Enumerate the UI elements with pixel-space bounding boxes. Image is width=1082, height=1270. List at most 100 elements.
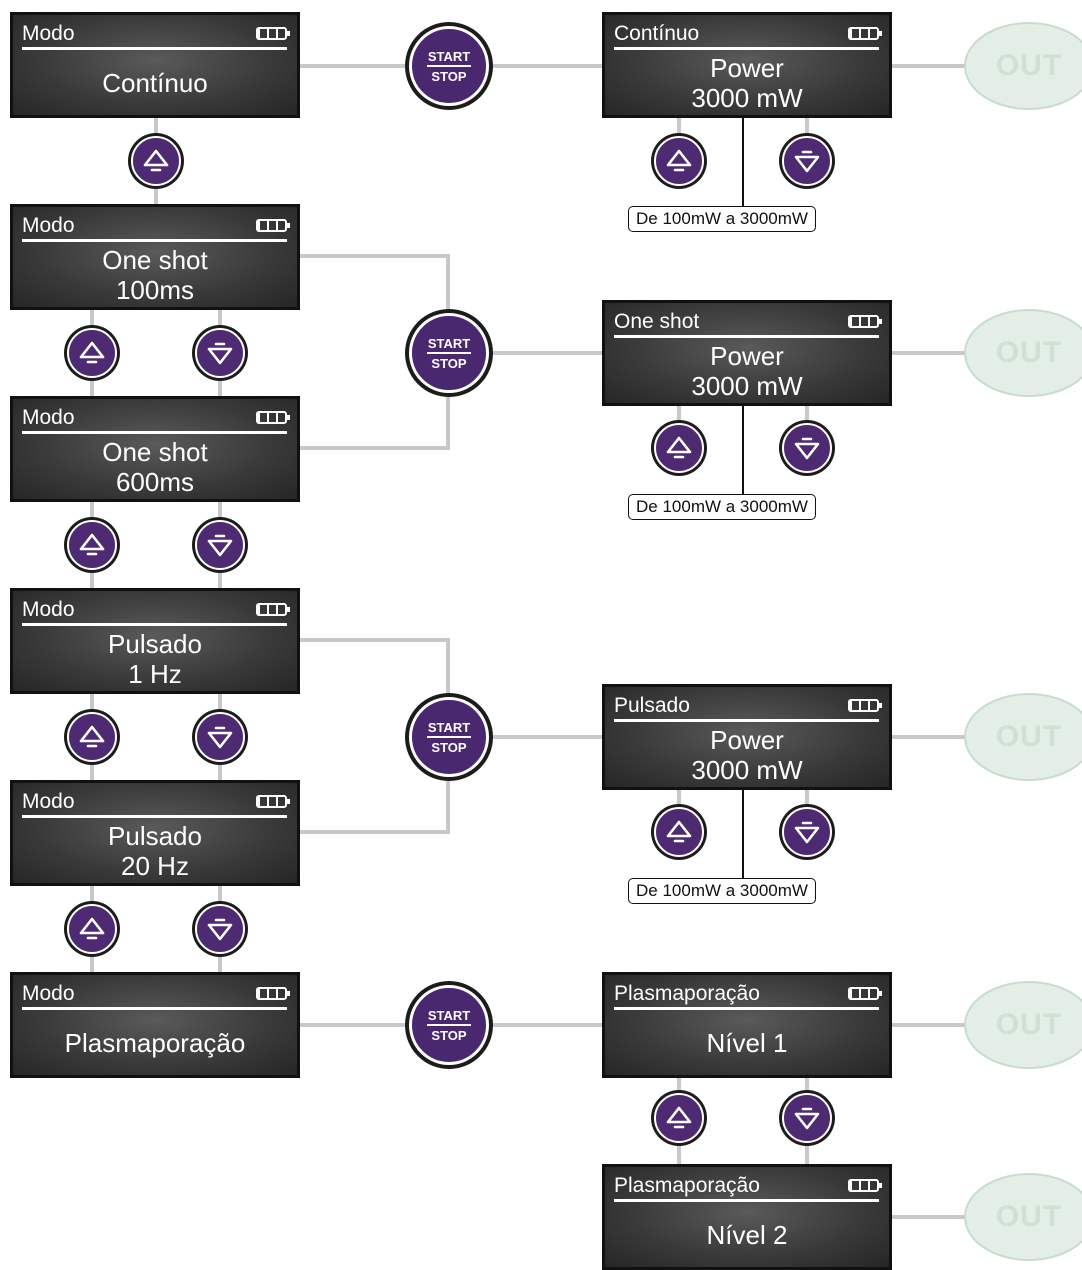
button-face bbox=[782, 807, 832, 857]
triangle-down-icon bbox=[207, 726, 233, 749]
down-button[interactable] bbox=[779, 133, 835, 189]
battery-icon bbox=[256, 411, 290, 424]
button-face bbox=[782, 136, 832, 186]
screen-value-line: Nível 1 bbox=[706, 1028, 788, 1058]
screen-value-line: 3000 mW bbox=[691, 755, 803, 785]
screen-header: Modo bbox=[22, 213, 290, 242]
stop-label: STOP bbox=[431, 355, 467, 371]
button-face bbox=[67, 520, 117, 570]
start-label: START bbox=[426, 1008, 472, 1026]
battery-icon bbox=[256, 603, 290, 616]
triangle-down-icon bbox=[794, 1107, 820, 1130]
screen-value-line: Contínuo bbox=[102, 68, 208, 98]
screen-title: Modo bbox=[22, 982, 75, 1005]
down-button[interactable] bbox=[192, 325, 248, 381]
button-face bbox=[654, 136, 704, 186]
screen-value: Plasmaporação bbox=[13, 1011, 297, 1075]
screen-value-line: Power bbox=[710, 53, 784, 83]
screen-title: Plasmaporação bbox=[614, 1174, 760, 1197]
out-indicator: OUT bbox=[964, 22, 1082, 110]
screen-value-line: One shot bbox=[102, 245, 208, 275]
button-face bbox=[782, 1093, 832, 1143]
screen-title: Modo bbox=[22, 406, 75, 429]
stop-label: STOP bbox=[431, 739, 467, 755]
screen-header: Modo bbox=[22, 405, 290, 434]
battery-icon bbox=[256, 27, 290, 40]
battery-icon bbox=[256, 795, 290, 808]
screen-header: Plasmaporação bbox=[614, 981, 882, 1010]
triangle-up-icon bbox=[79, 725, 105, 748]
down-button[interactable] bbox=[192, 709, 248, 765]
button-face bbox=[131, 136, 181, 186]
screen-header: Modo bbox=[22, 789, 290, 818]
out-indicator: OUT bbox=[964, 693, 1082, 781]
screen-title: Modo bbox=[22, 214, 75, 237]
triangle-down-icon bbox=[207, 534, 233, 557]
screen-header: Modo bbox=[22, 597, 290, 626]
triangle-down-icon bbox=[794, 821, 820, 844]
button-face bbox=[195, 520, 245, 570]
down-button[interactable] bbox=[192, 517, 248, 573]
screen-value: Nível 1 bbox=[605, 1011, 889, 1075]
battery-icon bbox=[848, 699, 882, 712]
screen-title: One shot bbox=[614, 310, 700, 333]
battery-icon bbox=[256, 987, 290, 1000]
screen-title: Contínuo bbox=[614, 22, 700, 45]
triangle-up-icon bbox=[666, 1106, 692, 1129]
up-button[interactable] bbox=[651, 804, 707, 860]
down-button[interactable] bbox=[779, 804, 835, 860]
up-button[interactable] bbox=[651, 133, 707, 189]
screen-value-line: Pulsado bbox=[108, 821, 202, 851]
screen-value: Contínuo bbox=[13, 51, 297, 115]
down-button[interactable] bbox=[779, 1090, 835, 1146]
button-face bbox=[67, 328, 117, 378]
triangle-up-icon bbox=[79, 341, 105, 364]
up-button[interactable] bbox=[651, 420, 707, 476]
up-button[interactable] bbox=[128, 133, 184, 189]
screen-value-line: Plasmaporação bbox=[64, 1028, 246, 1058]
battery-icon bbox=[256, 219, 290, 232]
down-button[interactable] bbox=[192, 901, 248, 957]
triangle-down-icon bbox=[794, 150, 820, 173]
screen-header: One shot bbox=[614, 309, 882, 338]
up-button[interactable] bbox=[64, 901, 120, 957]
triangle-up-icon bbox=[79, 533, 105, 556]
down-button[interactable] bbox=[779, 420, 835, 476]
range-label: De 100mW a 3000mW bbox=[628, 206, 816, 232]
screen-header: Modo bbox=[22, 981, 290, 1010]
screen-header: Modo bbox=[22, 21, 290, 50]
button-face bbox=[195, 328, 245, 378]
up-button[interactable] bbox=[651, 1090, 707, 1146]
button-face bbox=[782, 423, 832, 473]
screen-title: Modo bbox=[22, 22, 75, 45]
up-button[interactable] bbox=[64, 709, 120, 765]
up-button[interactable] bbox=[64, 517, 120, 573]
screen-value-line: 20 Hz bbox=[121, 851, 189, 881]
up-button[interactable] bbox=[64, 325, 120, 381]
stop-label: STOP bbox=[431, 1027, 467, 1043]
range-label: De 100mW a 3000mW bbox=[628, 494, 816, 520]
screen-value-line: 3000 mW bbox=[691, 371, 803, 401]
screen-value-line: Pulsado bbox=[108, 629, 202, 659]
screen-value-line: Power bbox=[710, 341, 784, 371]
triangle-down-icon bbox=[207, 342, 233, 365]
start-label: START bbox=[426, 49, 472, 67]
